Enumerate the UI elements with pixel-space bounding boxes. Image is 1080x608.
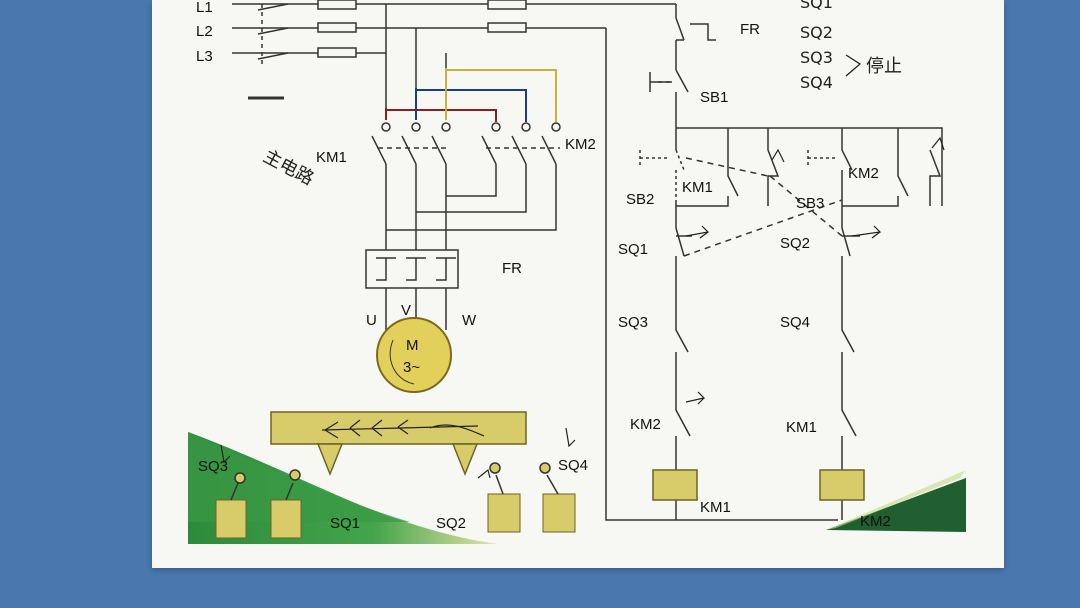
handwritten-notes: SQ1 SQ2 SQ3 SQ4 停止 bbox=[800, 0, 902, 92]
travel-mechanism: SQ3 SQ1 SQ2 SQ4 bbox=[188, 411, 966, 544]
interlock-km1-label: KM1 bbox=[786, 419, 817, 436]
terminal-u: U bbox=[366, 312, 377, 329]
line-l2-label: L2 bbox=[196, 23, 213, 40]
fr-contact-label: FR bbox=[740, 21, 760, 38]
main-circuit-note: 主电路 bbox=[260, 146, 318, 190]
hand-arrows bbox=[685, 136, 945, 405]
sq1-block bbox=[270, 499, 302, 539]
fuse-1 bbox=[317, 0, 357, 10]
mech-sq4-label: SQ4 bbox=[558, 457, 588, 474]
fr-main-label: FR bbox=[502, 260, 522, 277]
worktable bbox=[270, 411, 527, 445]
sq4-contact-label: SQ4 bbox=[780, 314, 810, 331]
coil-km2-label: KM2 bbox=[860, 513, 891, 530]
sq4-block bbox=[542, 493, 576, 533]
line-l3-label: L3 bbox=[196, 48, 213, 65]
note-sq4: SQ4 bbox=[800, 73, 833, 92]
km2-main-label: KM2 bbox=[565, 136, 596, 153]
coil-km2 bbox=[819, 469, 865, 501]
sq4-marker bbox=[565, 427, 576, 448]
sb1-label: SB1 bbox=[700, 89, 728, 106]
note-stop: 停止 bbox=[866, 56, 902, 77]
motor: M 3~ bbox=[376, 317, 452, 393]
sq3-contact-label: SQ3 bbox=[618, 314, 648, 331]
aux-km2-label: KM2 bbox=[848, 165, 879, 182]
fuse-4 bbox=[487, 0, 527, 10]
note-sq1: SQ1 bbox=[800, 0, 833, 12]
right-ramp bbox=[826, 478, 966, 532]
coil-km1-label: KM1 bbox=[700, 499, 731, 516]
aux-km1-label: KM1 bbox=[682, 179, 713, 196]
sq3-marker bbox=[220, 444, 231, 464]
main-circuit bbox=[232, 0, 676, 120]
fuse-2 bbox=[317, 22, 357, 33]
mech-sq3-label: SQ3 bbox=[198, 458, 228, 475]
fuse-3 bbox=[317, 47, 357, 58]
sb2-label: SB2 bbox=[626, 191, 654, 208]
fuse-5 bbox=[487, 22, 527, 33]
mech-sq2-label: SQ2 bbox=[436, 515, 466, 532]
sb3-label: SB3 bbox=[796, 195, 824, 212]
sq1-contact-label: SQ1 bbox=[618, 241, 648, 258]
worktable-left-cam bbox=[316, 443, 344, 477]
note-sq3: SQ3 bbox=[800, 48, 833, 67]
mech-sq1-label: SQ1 bbox=[330, 515, 360, 532]
travel-arrow-sketch bbox=[321, 419, 485, 439]
terminal-w: W bbox=[462, 312, 477, 329]
interlock-km2-label: KM2 bbox=[630, 416, 661, 433]
km1-main-label: KM1 bbox=[316, 149, 347, 166]
contact-terminals bbox=[381, 122, 561, 132]
terminal-v: V bbox=[401, 302, 411, 319]
note-sq2: SQ2 bbox=[800, 23, 833, 42]
control-circuit bbox=[605, 4, 943, 521]
reversing-wiring bbox=[385, 68, 557, 122]
coil-km1 bbox=[652, 469, 698, 501]
motor-label-phase: 3~ bbox=[403, 359, 420, 376]
sq2-contact-label: SQ2 bbox=[780, 235, 810, 252]
sq2-block bbox=[487, 493, 521, 533]
line-l1-label: L1 bbox=[196, 0, 213, 16]
worktable-right-cam bbox=[451, 443, 479, 477]
sq3-block bbox=[215, 499, 247, 539]
right-ramp-light bbox=[826, 470, 966, 530]
overload-relay bbox=[365, 249, 459, 289]
motor-label-m: M bbox=[406, 337, 419, 354]
